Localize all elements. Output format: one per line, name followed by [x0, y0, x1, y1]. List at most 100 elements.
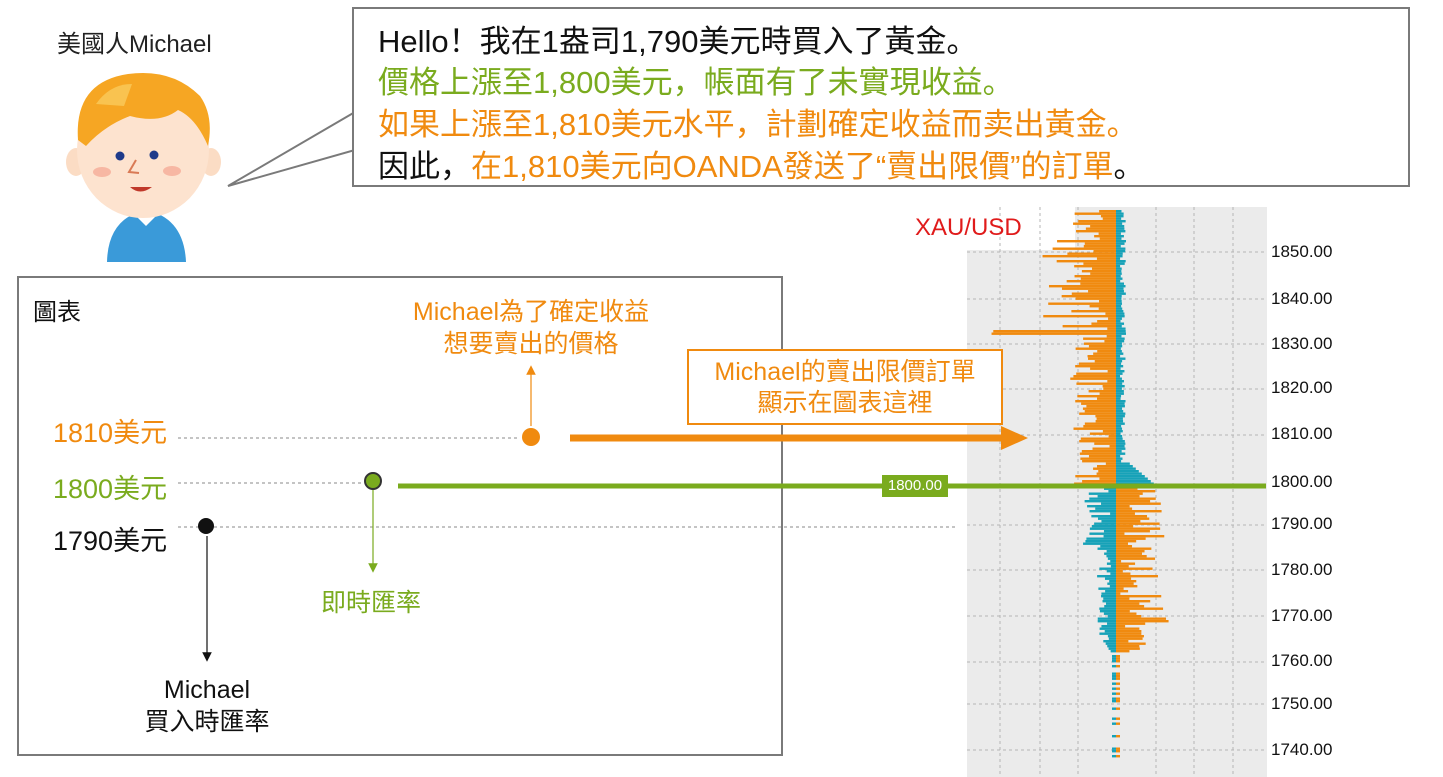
order-book-bar	[1067, 252, 1116, 255]
order-book-bar	[1116, 315, 1125, 318]
order-book-bar	[1081, 270, 1116, 273]
order-book-bar	[1116, 427, 1123, 430]
bubble-line-4-highlight: 在1,810美元向OANDA發送了“賣出限價”的訂單	[471, 149, 1114, 184]
order-book-bar	[1097, 397, 1116, 400]
order-book-bar	[1116, 580, 1137, 583]
speech-bubble: Hello！我在1盎司1,790美元時買入了黃金。 價格上漲至1,800美元，帳…	[352, 7, 1410, 187]
order-book-bar	[1116, 627, 1140, 630]
order-book-bar	[1116, 687, 1120, 690]
order-book-bar	[1116, 617, 1166, 620]
order-book-bar	[1116, 722, 1120, 725]
order-book-bar	[1097, 547, 1116, 550]
order-book-bar	[1089, 497, 1116, 500]
order-book-bar	[1107, 582, 1116, 585]
sell-limit-callout: Michael的賣出限價訂單 顯示在圖表這裡	[687, 349, 1003, 425]
order-book-bar	[1116, 215, 1124, 218]
order-book-bar	[1116, 412, 1126, 415]
order-book-bar	[1057, 240, 1116, 243]
order-book-bar	[1073, 222, 1116, 225]
order-book-bar	[1091, 515, 1116, 518]
order-book-bar	[1056, 260, 1116, 263]
order-book-bar	[1116, 217, 1122, 220]
order-book-bar	[1095, 420, 1116, 423]
order-book-bar	[1116, 337, 1125, 340]
order-book-bar	[1094, 522, 1116, 525]
order-book-bar	[1088, 357, 1116, 360]
order-book-bar	[1116, 277, 1123, 280]
order-book-bar	[1087, 505, 1116, 508]
order-book-bar	[1116, 755, 1120, 758]
order-book-bar	[1096, 417, 1116, 420]
order-book-bar	[1048, 302, 1116, 305]
order-book-bar	[1116, 227, 1125, 230]
order-book-bar	[1116, 530, 1150, 533]
order-book-bar	[1116, 300, 1122, 303]
order-book-bar	[1116, 682, 1120, 685]
order-book-bar	[1116, 630, 1142, 633]
order-book-bar	[1116, 385, 1125, 388]
order-book-bar	[1116, 477, 1148, 480]
order-book-bar	[1116, 290, 1124, 293]
order-book-bar	[1116, 517, 1150, 520]
order-book-bar	[1116, 395, 1122, 398]
order-book-bar	[1099, 392, 1116, 395]
order-book-bar	[1116, 532, 1125, 535]
order-book-bar	[1116, 452, 1126, 455]
order-book-bar	[1100, 215, 1116, 218]
order-book-bar	[1116, 347, 1121, 350]
order-book-bar	[1116, 622, 1146, 625]
order-book-bar	[1093, 250, 1116, 253]
order-book-bar	[1100, 545, 1116, 548]
order-book-bar	[1104, 552, 1116, 555]
order-book-bar	[1103, 530, 1116, 533]
order-book-bar	[1116, 497, 1156, 500]
order-book-bar	[1116, 625, 1126, 628]
order-book-bar	[1116, 565, 1129, 568]
order-book-bar	[1116, 635, 1144, 638]
order-book-bar	[1116, 307, 1123, 310]
order-book-bar	[1116, 230, 1126, 233]
order-book-bar	[1110, 650, 1116, 653]
chart-frame	[17, 276, 783, 756]
price-label-1810: 1810美元	[53, 418, 168, 448]
order-book-bar	[1116, 640, 1129, 643]
order-book-bar	[1116, 330, 1126, 333]
order-book-bar	[1116, 495, 1140, 498]
order-book-bar	[1061, 295, 1116, 298]
order-book-bar	[1075, 400, 1116, 403]
order-book-bar	[1116, 250, 1126, 253]
order-book-bar	[1116, 605, 1145, 608]
order-book-bar	[1116, 655, 1120, 658]
order-book-bar	[1079, 452, 1116, 455]
order-book-bar	[1084, 422, 1116, 425]
order-book-bar	[1109, 585, 1116, 588]
order-book-bar	[1116, 512, 1135, 515]
price-label-1800: 1800美元	[53, 474, 168, 504]
order-book-bar	[991, 332, 1116, 335]
order-book-bar	[1105, 590, 1116, 593]
order-book-bar	[1116, 235, 1124, 238]
order-book-bar	[1116, 675, 1120, 678]
order-book-bar	[1116, 350, 1122, 353]
order-book-bar	[1116, 430, 1123, 433]
order-book-bar	[1116, 552, 1142, 555]
order-book-bar	[1073, 427, 1116, 430]
order-book-bar	[1112, 682, 1116, 685]
target-price-marker	[522, 428, 540, 446]
order-book-bar	[1112, 717, 1116, 720]
order-book-bar	[1116, 252, 1123, 255]
order-book-bar	[1116, 480, 1151, 483]
order-book-bar	[1116, 557, 1156, 560]
order-book-bar	[1107, 635, 1116, 638]
order-book-bar	[1116, 327, 1126, 330]
order-book-bar	[1106, 570, 1116, 573]
order-book-bar	[1116, 265, 1121, 268]
order-book-bar	[1116, 515, 1148, 518]
bubble-line-3: 如果上漲至1,810美元水平，計劃確定收益而卖出黃金。	[378, 107, 1138, 142]
order-book-bar	[1116, 365, 1124, 368]
order-book-bar	[1097, 350, 1116, 353]
order-book-bar	[1083, 262, 1116, 265]
order-book-bar	[1116, 600, 1151, 603]
order-book-bar	[1094, 235, 1116, 238]
order-book-bar	[1112, 675, 1116, 678]
